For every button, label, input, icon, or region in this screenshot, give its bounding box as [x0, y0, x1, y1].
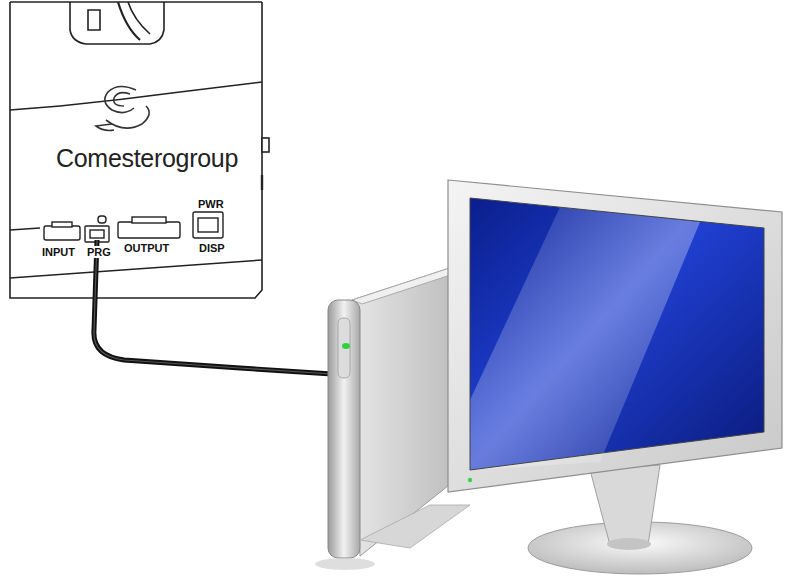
programming-cable	[94, 240, 332, 374]
connector-label: PWR	[197, 198, 225, 210]
connector-label: OUTPUT	[123, 242, 170, 254]
logo-mark	[96, 86, 149, 130]
connector-label: INPUT	[41, 246, 76, 258]
connector-label: PRG	[86, 246, 112, 258]
monitor	[448, 180, 782, 492]
connector-sockets	[44, 212, 223, 242]
device-housing	[10, 2, 269, 298]
monitor-stand	[528, 465, 752, 574]
brand-logo-text: Comesterogroup	[56, 144, 238, 173]
connector-label: DISP	[198, 242, 226, 254]
